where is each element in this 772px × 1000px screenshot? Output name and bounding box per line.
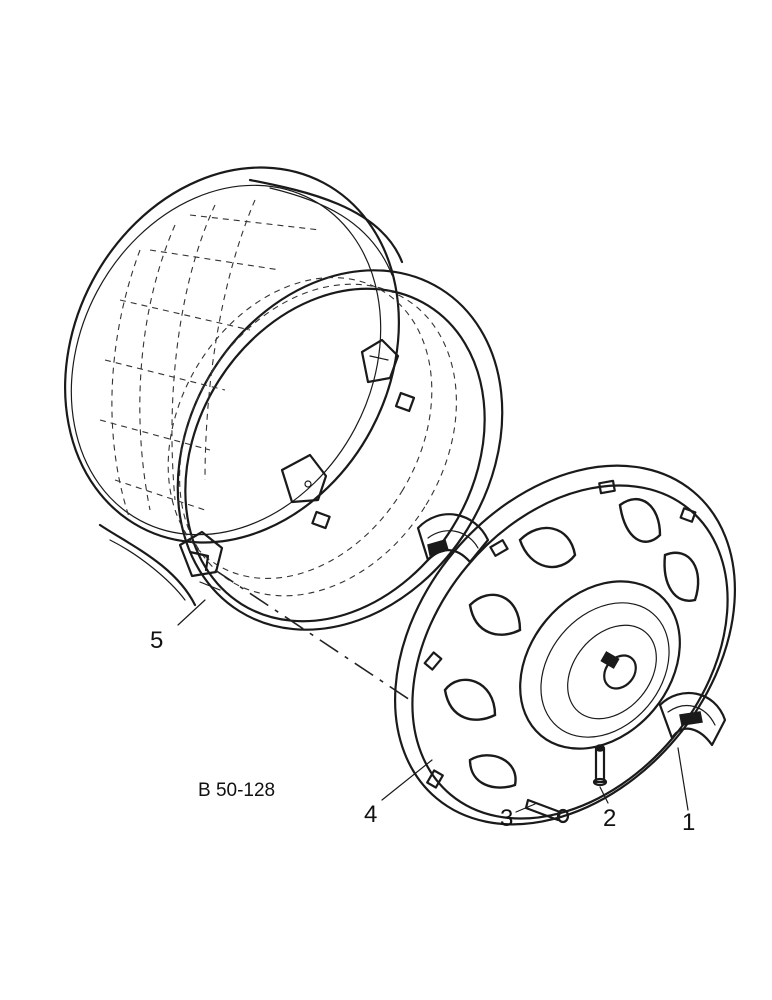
weight-block-upper	[416, 513, 490, 564]
rim-lug-middle	[280, 453, 331, 530]
bolt-3	[524, 798, 570, 824]
callout-2: 2	[603, 805, 616, 832]
wheel-rim	[64, 166, 504, 631]
alignment-line	[214, 569, 411, 701]
drawing-reference: B 50-128	[198, 780, 275, 801]
leader-1	[677, 747, 689, 811]
leader-5	[177, 599, 206, 626]
bolt-2	[592, 744, 608, 787]
callout-5: 5	[150, 627, 163, 654]
weight-block-1	[658, 691, 727, 747]
rim-lug-lower	[178, 530, 224, 591]
rim-lug-upper	[360, 338, 416, 413]
leader-2	[599, 786, 609, 804]
leader-3	[515, 803, 536, 813]
callout-1: 1	[682, 809, 695, 836]
wheel-disc	[394, 464, 736, 826]
callout-4: 4	[364, 801, 377, 828]
leader-4	[381, 759, 433, 801]
callout-3: 3	[500, 805, 513, 832]
